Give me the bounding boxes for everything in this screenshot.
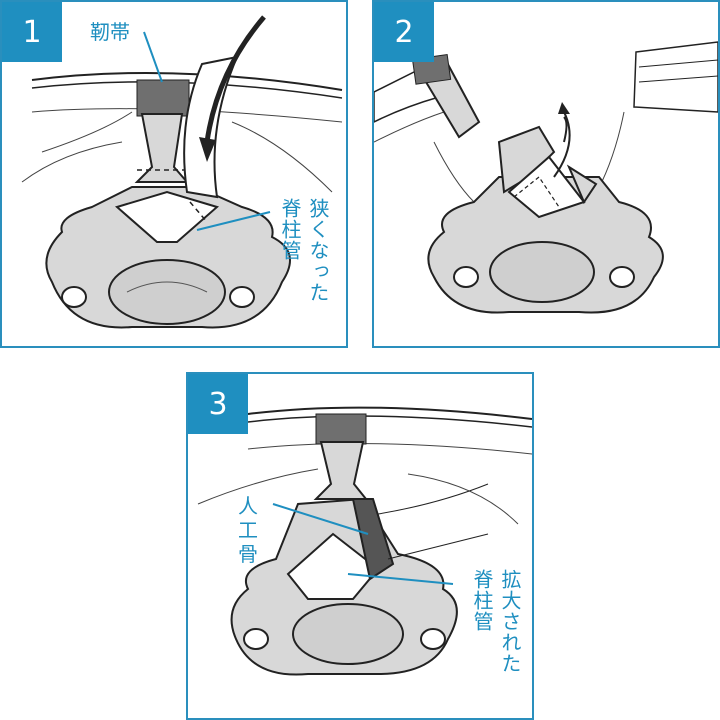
panel-3: 3 人工骨 拡大された 脊柱管 bbox=[186, 372, 534, 720]
panel-number-badge: 3 bbox=[188, 374, 248, 434]
panel-2-illustration bbox=[374, 41, 718, 314]
panel-number-badge: 1 bbox=[2, 2, 62, 62]
enlarged-canal-label: 拡大された bbox=[498, 569, 522, 674]
narrow-canal-label-2: 脊柱管 bbox=[278, 198, 302, 261]
panel-number-badge: 2 bbox=[374, 2, 434, 62]
ligament-label: 靭帯 bbox=[90, 20, 130, 44]
panel-3-illustration bbox=[197, 406, 532, 676]
panel-1-illustration bbox=[21, 15, 343, 329]
narrow-canal-label: 狭くなった bbox=[306, 198, 330, 303]
artificial-bone-label: 人工骨 bbox=[238, 494, 259, 566]
enlarged-canal-label-2: 脊柱管 bbox=[470, 569, 494, 632]
panel-1: 1 靭帯 狭くなった 脊柱管 bbox=[0, 0, 348, 348]
panel-2: 2 bbox=[372, 0, 720, 348]
